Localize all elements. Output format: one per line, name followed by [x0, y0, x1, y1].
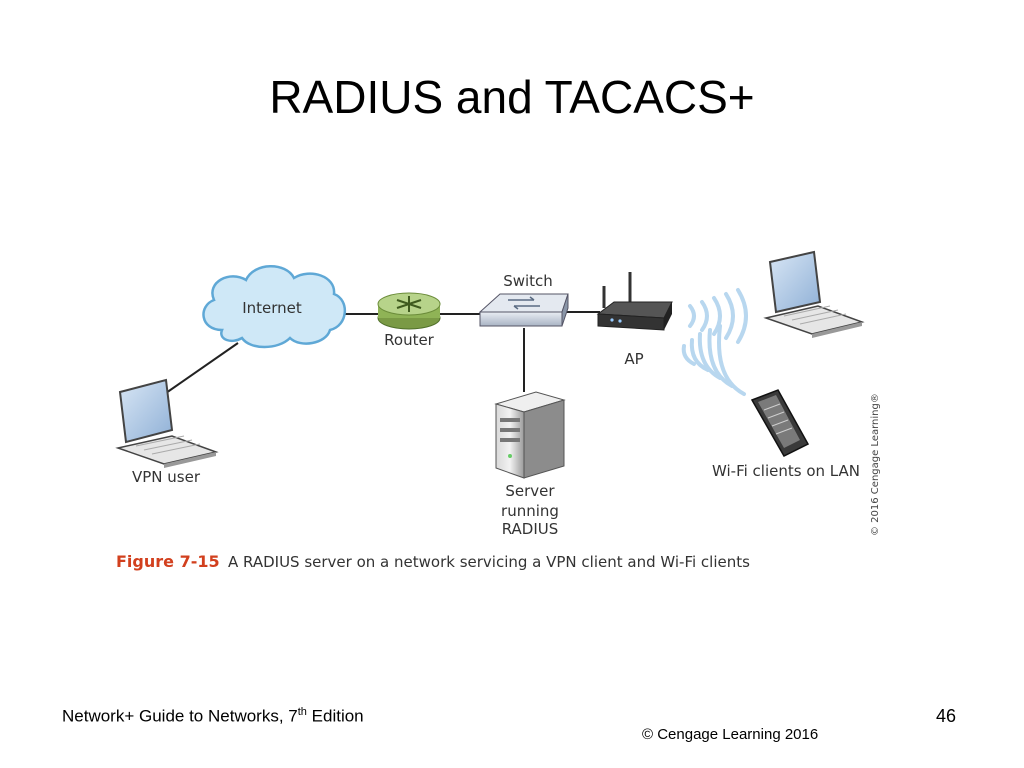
wifi-laptop-icon — [763, 250, 865, 338]
vertical-copyright: © 2016 Cengage Learning® — [870, 393, 881, 536]
server-label-line2: running — [501, 502, 559, 520]
smartphone-icon — [750, 389, 810, 457]
access-point-icon — [596, 272, 673, 331]
footer-book: Network+ Guide to Networks, 7 — [62, 706, 298, 726]
router-icon — [377, 292, 441, 330]
wifi-signal-lower-icon — [681, 324, 746, 396]
connection-lines — [165, 311, 600, 394]
figure-caption: A RADIUS server on a network servicing a… — [228, 553, 750, 571]
internet-cloud-icon — [202, 265, 346, 349]
vpn-laptop-icon — [115, 378, 219, 468]
server-label-line3: RADIUS — [502, 520, 559, 538]
link-internet-vpn — [165, 342, 239, 394]
server-label-line1: Server — [505, 482, 555, 500]
switch-label: Switch — [503, 272, 553, 290]
wifi-signal-upper-icon — [688, 288, 748, 344]
ap-label: AP — [624, 350, 643, 368]
footer-edition: Edition — [306, 706, 364, 726]
footer-superscript: th — [297, 706, 307, 718]
wifi-clients-label: Wi-Fi clients on LAN — [712, 462, 860, 480]
internet-label: Internet — [242, 299, 302, 317]
server-icon — [494, 391, 566, 479]
switch-icon — [478, 293, 569, 327]
figure-number: Figure 7-15 — [116, 552, 220, 571]
footer-book-title: Network+ Guide to Networks, 7th Edition — [62, 706, 364, 727]
page-number: 46 — [936, 706, 957, 726]
router-label: Router — [384, 331, 435, 349]
footer-copyright: © Cengage Learning 2016 — [642, 726, 819, 743]
vpn-user-label: VPN user — [132, 468, 201, 486]
slide-title: RADIUS and TACACS+ — [269, 71, 755, 123]
